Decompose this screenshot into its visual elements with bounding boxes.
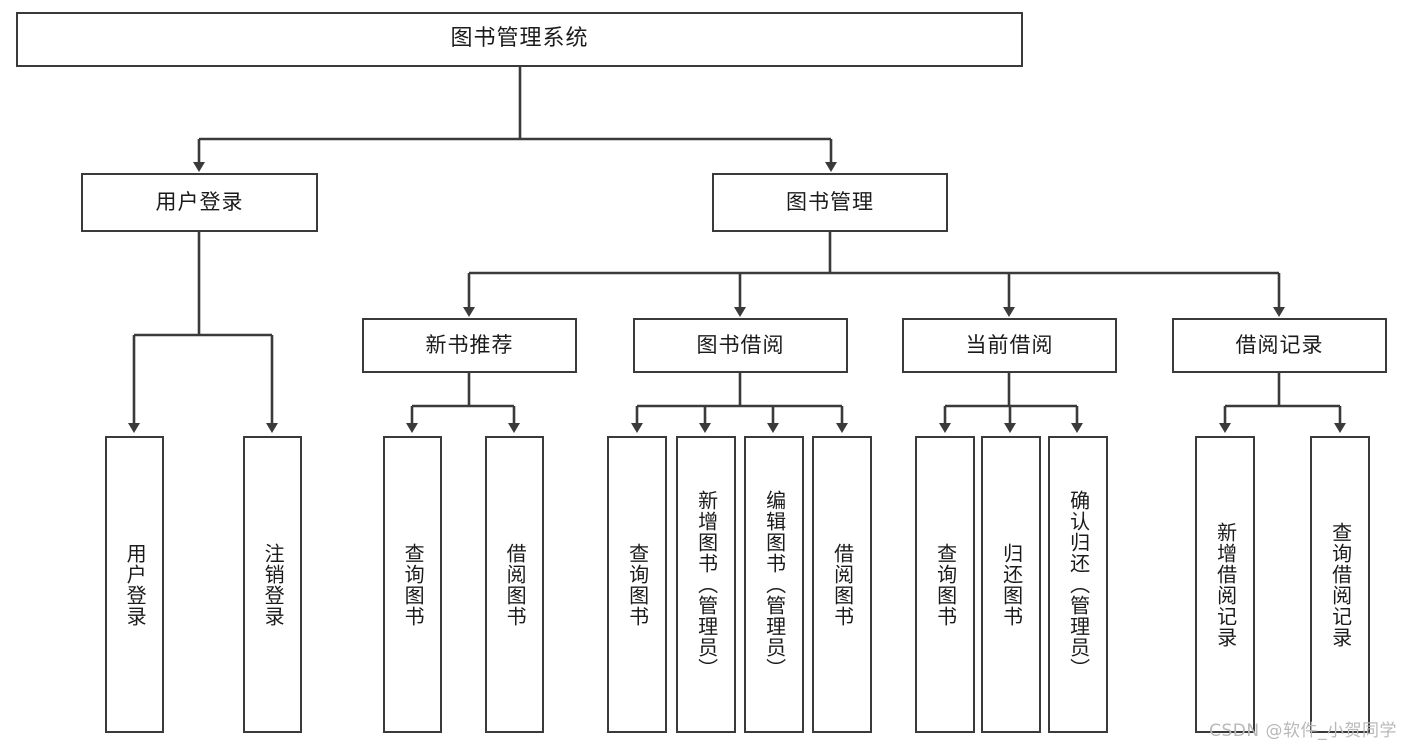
node-label: 查询借阅记录: [1328, 521, 1353, 648]
node-label: 借阅记录: [1235, 332, 1324, 357]
node-label: 图书借阅: [696, 332, 785, 357]
node-current-borrow[interactable]: 当前借阅: [902, 318, 1117, 373]
node-label: 图书管理系统: [450, 26, 589, 52]
leaf-user-login-login[interactable]: 用户登录: [105, 436, 164, 733]
node-label: 归还图书: [999, 542, 1024, 627]
node-new-book-recommend[interactable]: 新书推荐: [362, 318, 577, 373]
leaf-recommend-query-book[interactable]: 查询图书: [383, 436, 442, 733]
node-label: 当前借阅: [965, 332, 1054, 357]
leaf-borrow-edit-book[interactable]: 编辑图书（管理员）: [744, 436, 804, 733]
node-book-management[interactable]: 图书管理: [712, 173, 948, 232]
node-user-login[interactable]: 用户登录: [81, 173, 318, 232]
node-label: 新增借阅记录: [1213, 521, 1238, 648]
node-label: 用户登录: [123, 542, 148, 627]
node-label: 图书管理: [786, 189, 874, 214]
leaf-current-confirm-return[interactable]: 确认归还（管理员）: [1048, 436, 1108, 733]
node-book-borrow[interactable]: 图书借阅: [633, 318, 848, 373]
node-label: 查询图书: [933, 542, 958, 627]
node-label: 新书推荐: [425, 332, 514, 357]
node-label: 借阅图书: [503, 542, 528, 627]
node-label: 新增图书（管理员）: [694, 490, 719, 679]
leaf-borrow-borrow-book[interactable]: 借阅图书: [812, 436, 872, 733]
leaf-user-login-logout[interactable]: 注销登录: [243, 436, 302, 733]
leaf-borrow-add-book[interactable]: 新增图书（管理员）: [676, 436, 736, 733]
leaf-recommend-borrow-book[interactable]: 借阅图书: [485, 436, 544, 733]
leaf-record-add-record[interactable]: 新增借阅记录: [1195, 436, 1255, 733]
node-label: 查询图书: [401, 542, 426, 627]
watermark-text: CSDN @软件_小贺同学: [1209, 721, 1397, 741]
node-label: 借阅图书: [830, 542, 855, 627]
node-borrow-record[interactable]: 借阅记录: [1172, 318, 1387, 373]
leaf-current-query-book[interactable]: 查询图书: [915, 436, 975, 733]
leaf-record-query-record[interactable]: 查询借阅记录: [1310, 436, 1370, 733]
node-label: 编辑图书（管理员）: [762, 490, 787, 679]
node-root-system[interactable]: 图书管理系统: [16, 12, 1023, 67]
node-label: 查询图书: [625, 542, 650, 627]
leaf-current-return-book[interactable]: 归还图书: [981, 436, 1041, 733]
leaf-borrow-query-book[interactable]: 查询图书: [607, 436, 667, 733]
node-label: 注销登录: [261, 542, 286, 627]
node-label: 确认归还（管理员）: [1066, 490, 1091, 679]
node-label: 用户登录: [155, 189, 244, 214]
